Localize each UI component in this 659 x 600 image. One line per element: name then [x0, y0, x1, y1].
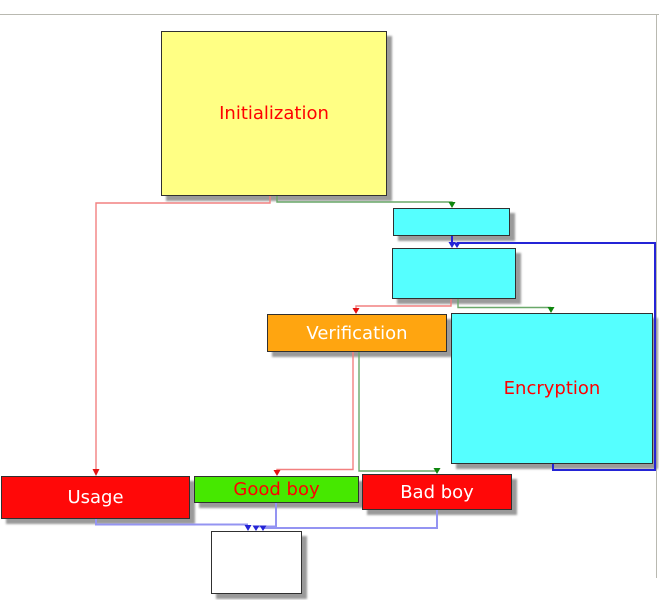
edge-stage2-encryption [457, 299, 551, 309]
node-good-boy: Good boy [194, 476, 359, 503]
edge-initialization-stage1 [276, 196, 453, 203]
node-final [211, 531, 302, 594]
edge-initialization-usage [95, 196, 271, 470]
node-stage1 [393, 208, 510, 236]
node-stage2 [392, 248, 516, 299]
edge-verification-bad-boy [358, 352, 438, 472]
canvas-border-right [656, 14, 657, 578]
node-verification-label: Verification [306, 322, 408, 344]
edge-usage-final [95, 519, 248, 526]
edge-stage2-verification [355, 299, 452, 309]
edge-good-boy-final [256, 503, 277, 528]
edge-bad-boy-final [263, 510, 438, 529]
node-verification: Verification [267, 314, 447, 352]
canvas-border-top [0, 14, 659, 15]
node-usage: Usage [1, 476, 190, 519]
node-encryption: Encryption [451, 313, 653, 464]
node-good-boy-label: Good boy [233, 479, 320, 500]
edge-verification-good-boy [276, 352, 354, 471]
arrowhead-usage [92, 469, 100, 476]
node-bad-boy-label: Bad boy [400, 481, 474, 503]
node-bad-boy: Bad boy [362, 474, 512, 510]
node-initialization-label: Initialization [219, 103, 329, 124]
node-initialization: Initialization [161, 31, 387, 196]
node-encryption-label: Encryption [503, 378, 601, 399]
node-usage-label: Usage [67, 487, 124, 508]
